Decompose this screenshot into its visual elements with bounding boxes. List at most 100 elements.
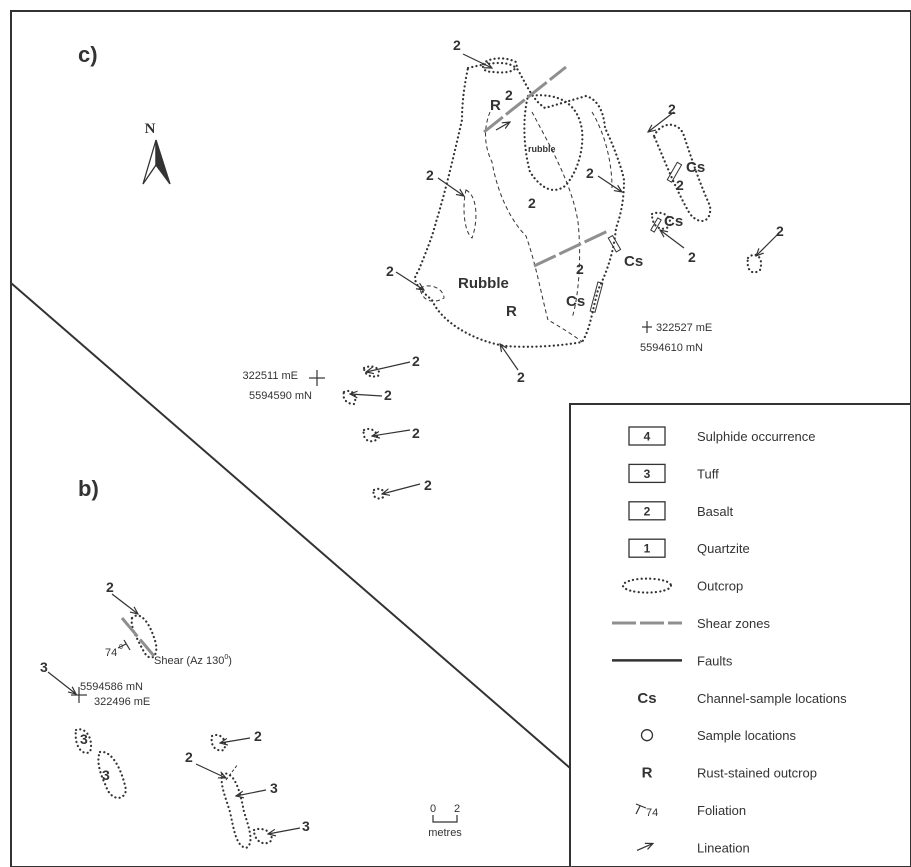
scale-unit: metres	[428, 827, 462, 839]
outcrop-b-east	[220, 772, 252, 850]
shear-zone-b	[120, 617, 156, 657]
label-basalt: 2	[386, 263, 394, 279]
legend-symbol	[636, 843, 653, 851]
arrow-basalt	[648, 111, 675, 132]
arrow-basalt	[756, 233, 779, 256]
channel-sample-3	[607, 234, 622, 253]
panel-label-b: b)	[78, 476, 99, 501]
arrow-basalt	[437, 177, 464, 196]
legend-item: Sample locations	[640, 728, 796, 743]
legend: 4 Sulphide occurrence 3 Tuff 2 Basalt 1 Quartzi…	[569, 403, 911, 867]
arrow-tuff	[236, 789, 267, 796]
shear-note: Shear (Az 1300)	[154, 654, 232, 667]
arrow-basalt	[660, 230, 685, 249]
legend-label: Outcrop	[697, 579, 743, 594]
legend-label: Lineation	[697, 840, 750, 855]
label-basalt: 2	[676, 177, 684, 193]
legend-label: Shear zones	[697, 616, 770, 631]
outcrop-b-west2	[97, 750, 128, 799]
legend-item: Faults	[612, 653, 733, 668]
legend-label: Rust-stained outcrop	[697, 766, 817, 781]
arrow-basalt	[195, 763, 226, 778]
legend-label: Tuff	[697, 466, 719, 481]
label-basalt: 2	[412, 425, 420, 441]
outcrop-small	[362, 365, 380, 378]
legend-item: 4 Sulphide occurrence	[628, 426, 816, 446]
arrow-basalt	[382, 483, 421, 494]
arrow-basalt	[220, 737, 251, 743]
legend-label: Sample locations	[697, 728, 796, 743]
contact-west	[485, 111, 583, 343]
legend-label: Basalt	[697, 504, 734, 519]
outcrop-b-east-top	[210, 733, 227, 752]
label-rust: R	[490, 97, 501, 114]
legend-symbol: Cs	[637, 690, 656, 707]
legend-label: Faults	[697, 653, 733, 668]
outcrop-b-north	[130, 614, 158, 659]
svg-text:Cs: Cs	[637, 690, 656, 707]
svg-text:N: N	[145, 121, 156, 137]
legend-symbol: 74	[635, 803, 658, 819]
foliation-degree: 0	[119, 644, 123, 651]
legend-symbol: 4	[628, 426, 666, 446]
label-channel: Cs	[686, 159, 705, 176]
shear-zone-north	[483, 65, 567, 134]
svg-text:2: 2	[644, 504, 651, 518]
grid-cross-icon	[71, 687, 87, 703]
grid-cross-icon	[309, 370, 325, 386]
channel-sample-2	[650, 217, 662, 233]
label-rubble-small: rubble	[528, 144, 556, 154]
label-basalt: 2	[505, 87, 513, 103]
coordinate-northing: 5594586 mN	[80, 681, 143, 693]
coordinate-easting: 322496 mE	[94, 696, 150, 708]
outcrop-b-se	[252, 827, 273, 845]
legend-item: R Rust-stained outcrop	[642, 765, 817, 782]
legend-label: Quartzite	[697, 541, 750, 556]
label-channel: Cs	[624, 253, 643, 270]
label-channel: Cs	[664, 213, 683, 230]
legend-item: Shear zones	[612, 616, 770, 631]
legend-label: Channel-sample locations	[697, 691, 847, 706]
outcrop-far-east	[746, 253, 763, 274]
outcrop-east	[652, 123, 712, 223]
svg-text:3: 3	[644, 467, 651, 481]
legend-symbol: 3	[628, 463, 666, 484]
legend-label: Sulphide occurrence	[697, 429, 816, 444]
fault-divider	[10, 282, 571, 769]
legend-item: Outcrop	[621, 577, 743, 594]
label-basalt: 2	[776, 223, 784, 239]
label-basalt: 2	[453, 37, 461, 53]
arrow-tuff	[47, 671, 76, 694]
outcrop-inner-rubble	[523, 94, 584, 191]
legend-symbol: R	[642, 765, 653, 782]
legend-item: 3 Tuff	[628, 463, 719, 484]
label-basalt: 2	[576, 261, 584, 277]
label-basalt: 2	[528, 195, 536, 211]
label-basalt: 2	[424, 477, 432, 493]
label-tuff: 3	[80, 731, 88, 747]
outcrop-b-west	[74, 728, 93, 754]
label-tuff: 3	[270, 780, 278, 796]
arrow-basalt	[111, 593, 138, 614]
arrow-basalt	[395, 271, 424, 290]
label-basalt: 2	[412, 353, 420, 369]
label-basalt: 2	[106, 579, 114, 595]
outcrop-small	[372, 487, 386, 500]
outcrop-small	[362, 427, 379, 443]
label-basalt: 2	[517, 369, 525, 385]
scale-zero: 0	[430, 803, 436, 815]
arrow-basalt	[500, 344, 519, 371]
legend-item: 2 Basalt	[628, 501, 734, 521]
label-tuff: 3	[40, 659, 48, 675]
legend-symbol	[640, 729, 654, 742]
legend-symbol: 1	[628, 538, 666, 558]
arrow-basalt	[372, 429, 411, 436]
fault-b	[225, 763, 239, 781]
north-arrow-icon: N	[142, 121, 171, 185]
arrow-basalt	[462, 53, 492, 68]
label-basalt: 2	[668, 101, 676, 117]
label-basalt: 2	[586, 165, 594, 181]
lineation-symbol	[495, 122, 510, 131]
label-channel: Cs	[566, 293, 585, 310]
svg-text:1: 1	[644, 542, 651, 556]
